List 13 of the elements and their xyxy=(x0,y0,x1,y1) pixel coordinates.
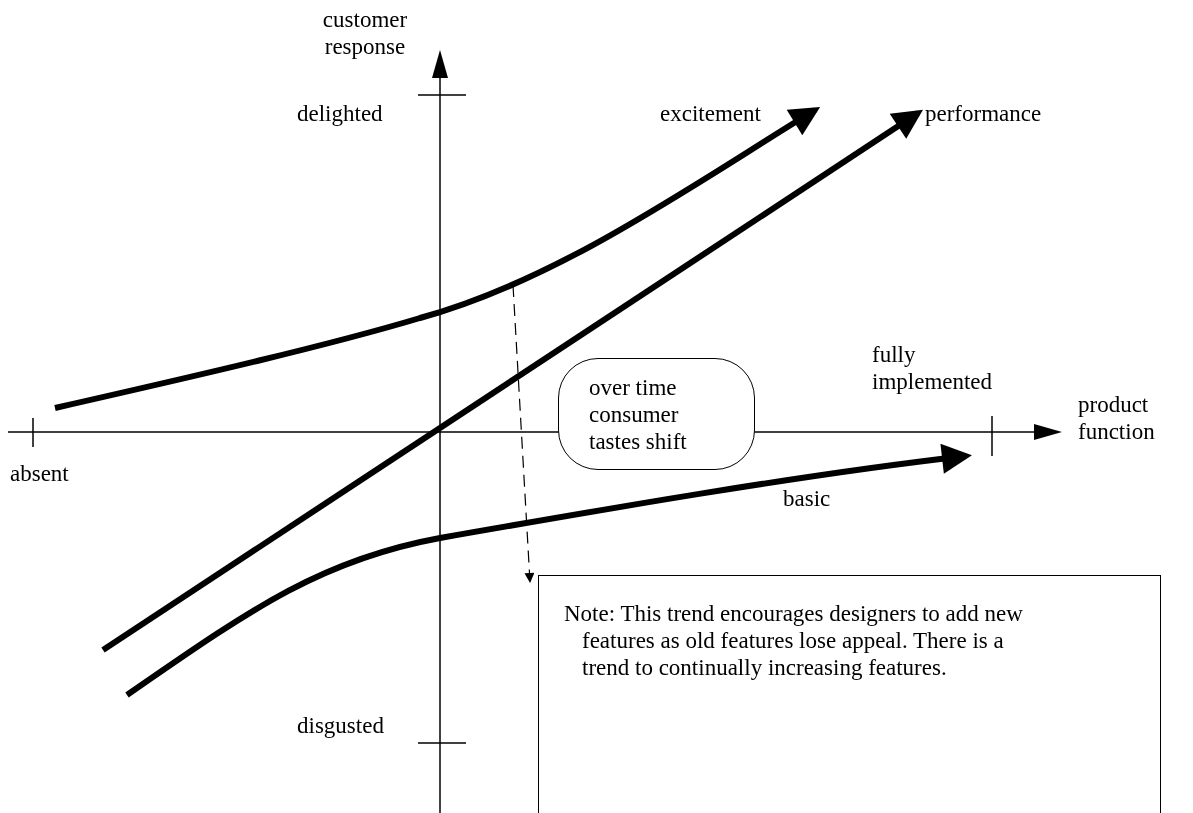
note-box xyxy=(538,575,1161,813)
note-text: Note: This trend encourages designers to add new features as old features lose appeal. There is a trend to continually increasing features. xyxy=(564,600,1024,681)
axis-label: fully implemented xyxy=(872,341,994,395)
axis-label: basic xyxy=(783,485,831,512)
axis-label: excitement xyxy=(660,100,761,127)
axis-label: disgusted xyxy=(297,712,384,739)
axis-label: delighted xyxy=(297,100,383,127)
rounded-note-box xyxy=(558,358,755,470)
axis-label: performance xyxy=(925,100,1042,127)
axis-label: customer response xyxy=(321,6,409,60)
axis-label: product function xyxy=(1078,391,1156,445)
axis-label: absent xyxy=(10,460,69,487)
note-text: over time consumer tastes shift xyxy=(589,373,688,455)
